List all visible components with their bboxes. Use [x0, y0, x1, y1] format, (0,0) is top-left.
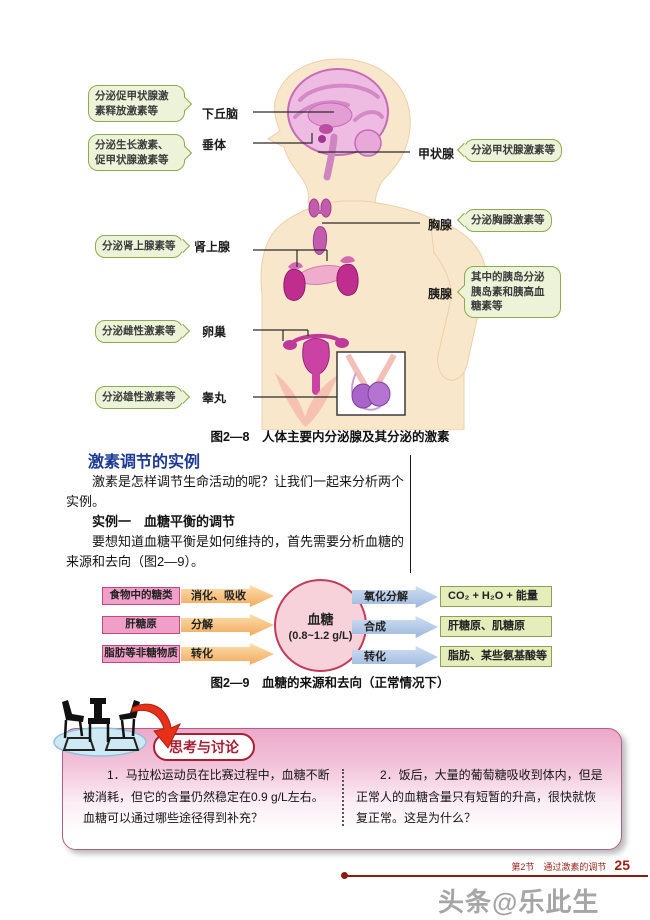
organ-label-thyroid: 甲状腺 [418, 147, 455, 161]
human-body-illustration [253, 58, 487, 430]
footer-section-title: 第2节 通过激素的调节 [511, 862, 607, 872]
footer-rule-dot [341, 872, 348, 879]
source-box-glycogen: 肝糖原 [102, 616, 180, 634]
dotted-divider [342, 769, 344, 826]
section-heading: 激素调节的实例 [88, 454, 201, 471]
arrow-decompose: 分解 [181, 614, 274, 636]
figure2-9-caption: 图2—9 血糖的来源和去向（正常情况下） [210, 676, 450, 690]
discussion-question-2: 2．饭后，大量的葡萄糖吸收到体内，但是正常人的血糖含量只有短暂的升高，很快就恢复… [356, 768, 603, 826]
organ-label-adrenal: 肾上腺 [194, 240, 231, 254]
bubble-text: 分泌甲状腺激素等 [471, 144, 555, 156]
paragraph: 激素是怎样调节生命活动的呢？让我们一起来分析两个实例。 [66, 474, 405, 509]
hormone-bubble-thymus: 分泌胸腺激素等 [464, 209, 552, 232]
hormone-bubble-ovary: 分泌雌性激素等 [95, 320, 183, 343]
example-title: 实例一 血糖平衡的调节 [92, 514, 236, 529]
bubble-text: 分泌雄性激素等 [102, 391, 176, 403]
organ-label-thymus: 胸腺 [428, 218, 453, 232]
hormone-bubble-pituitary: 分泌生长激素、促甲状腺激素等 [88, 134, 185, 172]
arrow-oxidize: 氧化分解 [352, 586, 438, 608]
blood-sugar-label: 血糖 [307, 612, 334, 627]
think-discuss-title: 思考与讨论 [153, 733, 255, 761]
destination-box-glycogen: 肝糖原、肌糖原 [440, 616, 552, 637]
organ-label-hypothalamus: 下丘脑 [202, 107, 239, 121]
section-body: 激素是怎样调节生命活动的呢？让我们一起来分析两个实例。 实例一 血糖平衡的调节 … [66, 472, 410, 572]
organ-label-pancreas: 胰腺 [428, 287, 453, 301]
think-discuss-box: 思考与讨论 1．马拉松运动员在比赛过程中，血糖不断被消耗，但它的含量仍然稳定在0… [62, 728, 622, 850]
blood-sugar-range: (0.8~1.2 g/L) [288, 630, 353, 642]
hormone-bubble-testis: 分泌雄性激素等 [95, 386, 183, 409]
blood-sugar-circle: 血糖 (0.8~1.2 g/L) [274, 579, 367, 672]
arrow-digest-absorb: 消化、吸收 [181, 585, 274, 607]
paragraph: 要想知道血糖平衡是如何维持的，首先需要分析血糖的来源和去向（图2—9）。 [66, 534, 405, 569]
bubble-text: 分泌促甲状腺激素释放激素等 [95, 90, 169, 117]
watermark: 头条@乐此生 [438, 887, 600, 917]
hormone-bubble-thyroid: 分泌甲状腺激素等 [464, 139, 562, 162]
bubble-text: 分泌生长激素、促甲状腺激素等 [95, 139, 169, 166]
arrow-convert-out: 转化 [352, 646, 438, 668]
arrow-synthesize: 合成 [352, 616, 438, 638]
destination-box-fat: 脂肪、某些氨基酸等 [440, 646, 552, 667]
figure2-8-caption: 图2—8 人体主要内分泌腺及其分泌的激素 [210, 430, 450, 444]
bubble-text: 分泌胸腺激素等 [471, 214, 545, 226]
footer: 第2节 通过激素的调节 25 [511, 857, 630, 873]
destination-box-energy: CO₂ + H₂O + 能量 [440, 586, 552, 607]
hormone-bubble-pancreas: 其中的胰岛分泌胰岛素和胰高血糖素等 [464, 266, 561, 319]
bubble-text: 分泌肾上腺素等 [102, 240, 176, 252]
chairs-table-icon [53, 698, 147, 757]
column-divider-rule [410, 455, 411, 573]
discussion-question-1: 1．马拉松运动员在比赛过程中，血糖不断被消耗，但它的含量仍然稳定在0.9 g/L… [83, 768, 330, 826]
label-connector-lines [253, 111, 420, 398]
hormone-bubble-hypothalamus: 分泌促甲状腺激素释放激素等 [88, 85, 185, 123]
footer-rule [345, 875, 648, 877]
discussion-questions: 1．马拉松运动员在比赛过程中，血糖不断被消耗，但它的含量仍然稳定在0.9 g/L… [83, 765, 603, 830]
arrow-convert-in: 转化 [181, 643, 274, 665]
organ-label-ovary: 卵巢 [202, 325, 227, 339]
page-number: 25 [614, 857, 630, 873]
bubble-text: 其中的胰岛分泌胰岛素和胰高血糖素等 [471, 271, 545, 313]
hormone-bubble-adrenal: 分泌肾上腺素等 [95, 235, 183, 258]
bubble-text: 分泌雌性激素等 [102, 325, 176, 337]
organ-label-testis: 睾丸 [202, 391, 227, 405]
red-swoosh-arrow-icon [131, 703, 182, 749]
source-box-food: 食物中的糖类 [102, 587, 180, 605]
source-box-fat: 脂肪等非糖物质 [102, 645, 180, 663]
organ-label-pituitary: 垂体 [202, 138, 227, 152]
